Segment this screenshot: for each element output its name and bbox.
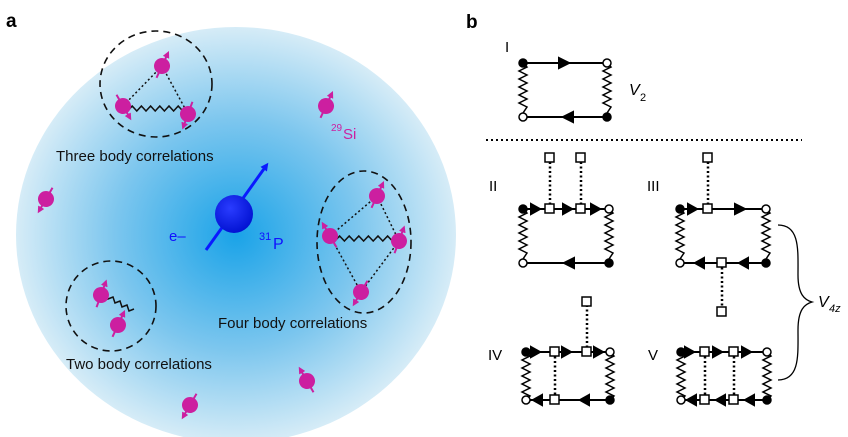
- electron-label: e–: [169, 228, 186, 245]
- four-body-boundary: [316, 170, 412, 314]
- three-body-boundary: [99, 30, 213, 138]
- three-body-bond-dotted: [122, 65, 163, 107]
- diagram-label-I: I: [505, 39, 509, 56]
- phosphorus-symbol: P: [273, 236, 284, 253]
- v4z-symbol: V: [818, 294, 830, 311]
- nuclear-spin: [298, 366, 315, 393]
- silicon-mass-number: 29: [331, 123, 343, 134]
- nuclear-spin: [93, 279, 109, 308]
- v2-subscript: 2: [640, 92, 646, 104]
- diagram-II: [517, 152, 615, 270]
- four-body-bond-wavy: [329, 234, 397, 243]
- v4z-bracket: [777, 224, 815, 381]
- two-body-boundary: [65, 260, 157, 352]
- nuclear-spin: [181, 393, 198, 420]
- nuclear-spin: [37, 187, 54, 214]
- diagram-I: [517, 56, 613, 124]
- four-body-label: Four body correlations: [218, 315, 367, 332]
- diagram-III: [674, 152, 772, 317]
- nuclear-spin: [352, 280, 369, 307]
- three-body-cluster: [99, 30, 213, 138]
- nuclear-spin: [369, 181, 385, 209]
- two-body-label: Two body correlations: [66, 356, 212, 373]
- silicon-symbol: Si: [343, 126, 356, 143]
- panel-b-label: b: [466, 12, 478, 33]
- phosphorus-donor: [204, 162, 269, 251]
- panel-b: b I II III IV V V 2: [466, 12, 841, 407]
- v2-symbol: V: [629, 82, 641, 99]
- diagram-label-II: II: [489, 178, 497, 195]
- diagram-label-IV: IV: [488, 347, 502, 364]
- three-body-label: Three body correlations: [56, 148, 214, 165]
- phosphorus-mass-number: 31: [259, 231, 271, 243]
- nuclear-spin: [154, 51, 170, 79]
- diagram-IV: [520, 296, 616, 407]
- three-body-bond-wavy: [122, 104, 184, 113]
- diagram-V: [675, 345, 773, 407]
- nuclear-spin: [110, 310, 126, 338]
- nuclear-spin: [321, 221, 338, 248]
- nuclear-spin: [115, 94, 132, 121]
- nuclear-spin: [391, 225, 407, 254]
- three-body-bond-dotted: [161, 65, 189, 115]
- four-body-cluster: [316, 170, 412, 314]
- panel-a-label: a: [6, 11, 17, 32]
- diagram-label-III: III: [647, 178, 660, 195]
- diagram-label-V: V: [648, 347, 658, 364]
- v4z-subscript: 4z: [829, 303, 841, 315]
- nuclear-spin: [318, 91, 334, 119]
- si29-nuclear-spins: [37, 51, 407, 420]
- phosphorus-nucleus: [215, 195, 253, 233]
- four-body-bond-dotted: [376, 195, 400, 242]
- panel-a: a e– 31 P: [6, 11, 456, 437]
- four-body-bond-dotted: [329, 195, 378, 237]
- nuclear-spin: [180, 101, 196, 130]
- four-body-bond-dotted: [360, 240, 400, 293]
